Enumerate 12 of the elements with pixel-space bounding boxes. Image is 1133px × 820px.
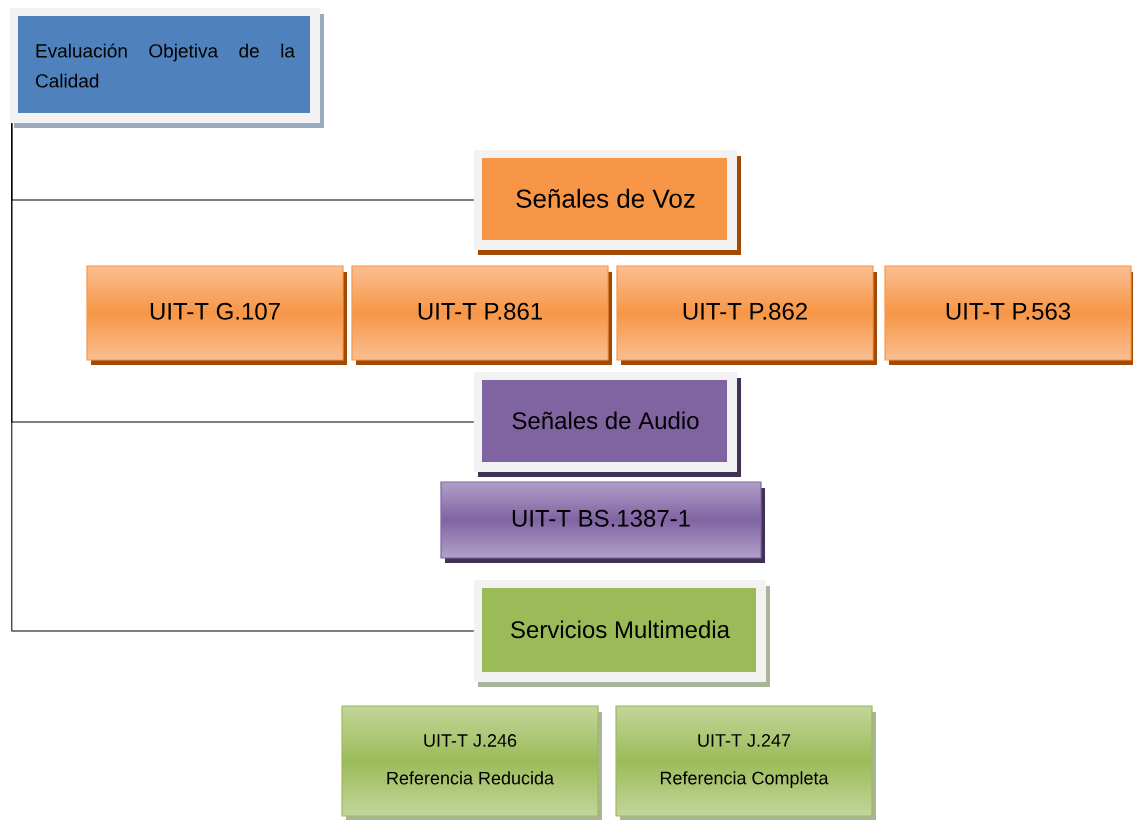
standard-box: UIT-T P.563	[884, 265, 1133, 365]
standard-box: UIT-T J.246 Referencia Reducida	[341, 705, 602, 820]
title-box: Evaluación Objetiva de la Calidad	[10, 8, 324, 128]
category-box: Servicios Multimedia	[474, 580, 770, 687]
standard-box: UIT-T BS.1387-1	[440, 481, 765, 563]
category-box: Señales de Voz	[474, 150, 741, 255]
standard-box: UIT-T G.107	[86, 265, 347, 365]
category-box: Señales de Audio	[474, 372, 741, 477]
standard-box: UIT-T P.862	[616, 265, 877, 365]
standard-box: UIT-T J.247 Referencia Completa	[615, 705, 876, 820]
connector-line	[11, 122, 475, 632]
standard-box: UIT-T P.861	[351, 265, 612, 365]
